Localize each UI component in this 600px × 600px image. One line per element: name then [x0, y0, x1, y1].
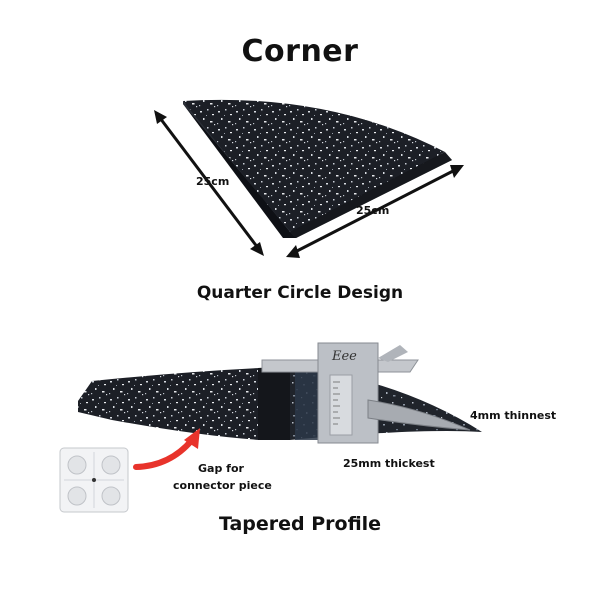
dimension-label-left: 25cm — [196, 175, 230, 188]
thickest-label: 25mm thickest — [343, 457, 435, 470]
page-title: Corner — [241, 34, 359, 69]
connector-piece-image — [59, 447, 129, 513]
caliper-image: Eee — [261, 342, 471, 444]
red-curved-arrow — [133, 428, 200, 470]
gap-label-line2: connector piece — [173, 479, 272, 492]
thinnest-label: 4mm thinnest — [470, 409, 557, 422]
gap-label-line1: Gap for — [198, 462, 244, 475]
caliper-brand-text: Eee — [331, 349, 357, 364]
profile-caption: Tapered Profile — [218, 513, 382, 535]
dimension-arrow-left — [154, 110, 264, 256]
corner-tile-image — [183, 99, 452, 239]
design-caption: Quarter Circle Design — [196, 283, 404, 303]
tapered-profile-image — [78, 366, 482, 440]
dimension-arrow-bottom — [286, 165, 464, 258]
dimension-label-bottom: 25cm — [356, 204, 390, 217]
